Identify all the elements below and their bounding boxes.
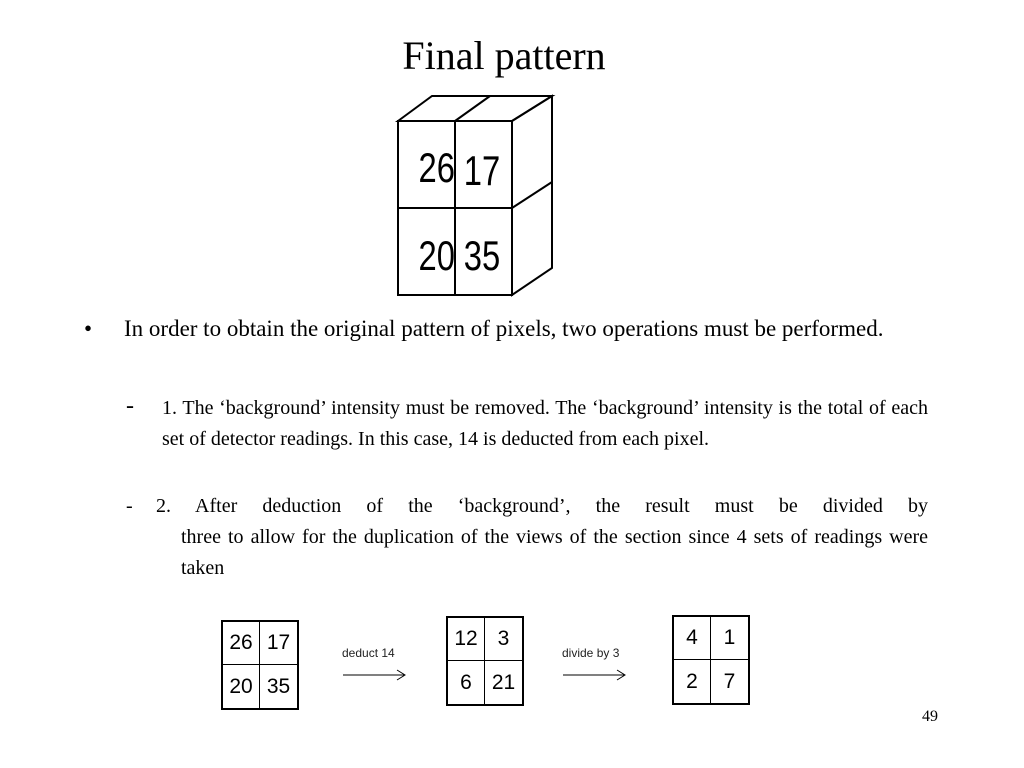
slide-title: Final pattern: [402, 33, 606, 78]
cube-value: 26: [419, 144, 455, 191]
sub-point-text-line1: 2. After deduction of the ‘background’, …: [156, 495, 928, 517]
sub-point-dash: -: [126, 495, 133, 517]
grid-cell: 20: [223, 665, 260, 708]
cube-drawing: 26 17 20 35: [394, 94, 556, 297]
grid-cell: 21: [491, 670, 516, 694]
operation-label: deduct 14: [342, 646, 395, 660]
sub-point-2: - 2. After deduction of the ‘background’…: [126, 491, 928, 584]
sub-point-dash: -: [126, 393, 134, 419]
page-number: 49: [922, 708, 938, 725]
cube-top-face: [394, 95, 556, 122]
grid-cell: 26: [223, 622, 260, 665]
sub-point-text: 1. The ‘background’ intensity must be re…: [162, 397, 928, 450]
grid-start: 26 17 20 35: [221, 620, 299, 710]
sub-point-text-rest: three to allow for the duplication of th…: [181, 526, 928, 579]
grid-cell: 6: [448, 661, 485, 704]
grid-after-deduction: 12 3 6 21: [446, 616, 524, 706]
cube-value: 35: [464, 232, 500, 279]
grid-cell: 1: [711, 617, 748, 660]
cube-diagram: 26 17 20 35: [380, 90, 570, 302]
grid-cell: 7: [723, 669, 736, 693]
grid-cell: 17: [260, 622, 297, 665]
cube-value: 20: [419, 232, 455, 279]
operation-deduct: deduct 14: [342, 646, 412, 686]
right-arrow-icon: [343, 669, 406, 681]
grid-cell: 35: [266, 674, 291, 698]
bullet-symbol: •: [84, 316, 93, 341]
grid-cell: 2: [674, 660, 711, 703]
grid-cell: 3: [485, 618, 522, 661]
operation-divide: divide by 3: [562, 646, 632, 686]
operation-label: divide by 3: [562, 646, 620, 660]
bullet-text: In order to obtain the original pattern …: [124, 316, 884, 341]
sub-point-1: - 1. The ‘background’ intensity must be …: [126, 393, 928, 455]
right-arrow-icon: [563, 669, 626, 681]
grid-cell: 4: [674, 617, 711, 660]
grid-cell: 12: [448, 618, 485, 661]
sub-point-text: 2. After deduction of the ‘background’, …: [156, 491, 928, 584]
cube-value: 17: [464, 147, 500, 194]
cube-side-face: [511, 94, 553, 297]
main-bullet: • In order to obtain the original patter…: [84, 312, 927, 346]
grid-final: 4 1 2 7: [672, 615, 750, 705]
